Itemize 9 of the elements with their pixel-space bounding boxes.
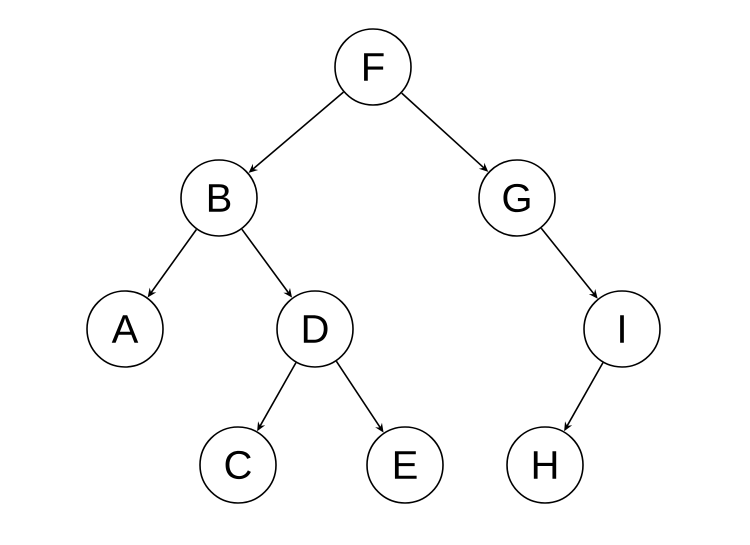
tree-node: C: [199, 426, 277, 504]
tree-node: E: [366, 426, 444, 504]
tree-node: I: [583, 290, 661, 368]
tree-node: A: [86, 290, 164, 368]
tree-node: B: [180, 159, 258, 237]
tree-node: G: [478, 159, 556, 237]
tree-node: H: [506, 426, 584, 504]
tree-node: D: [276, 290, 354, 368]
tree-node: F: [334, 28, 412, 106]
